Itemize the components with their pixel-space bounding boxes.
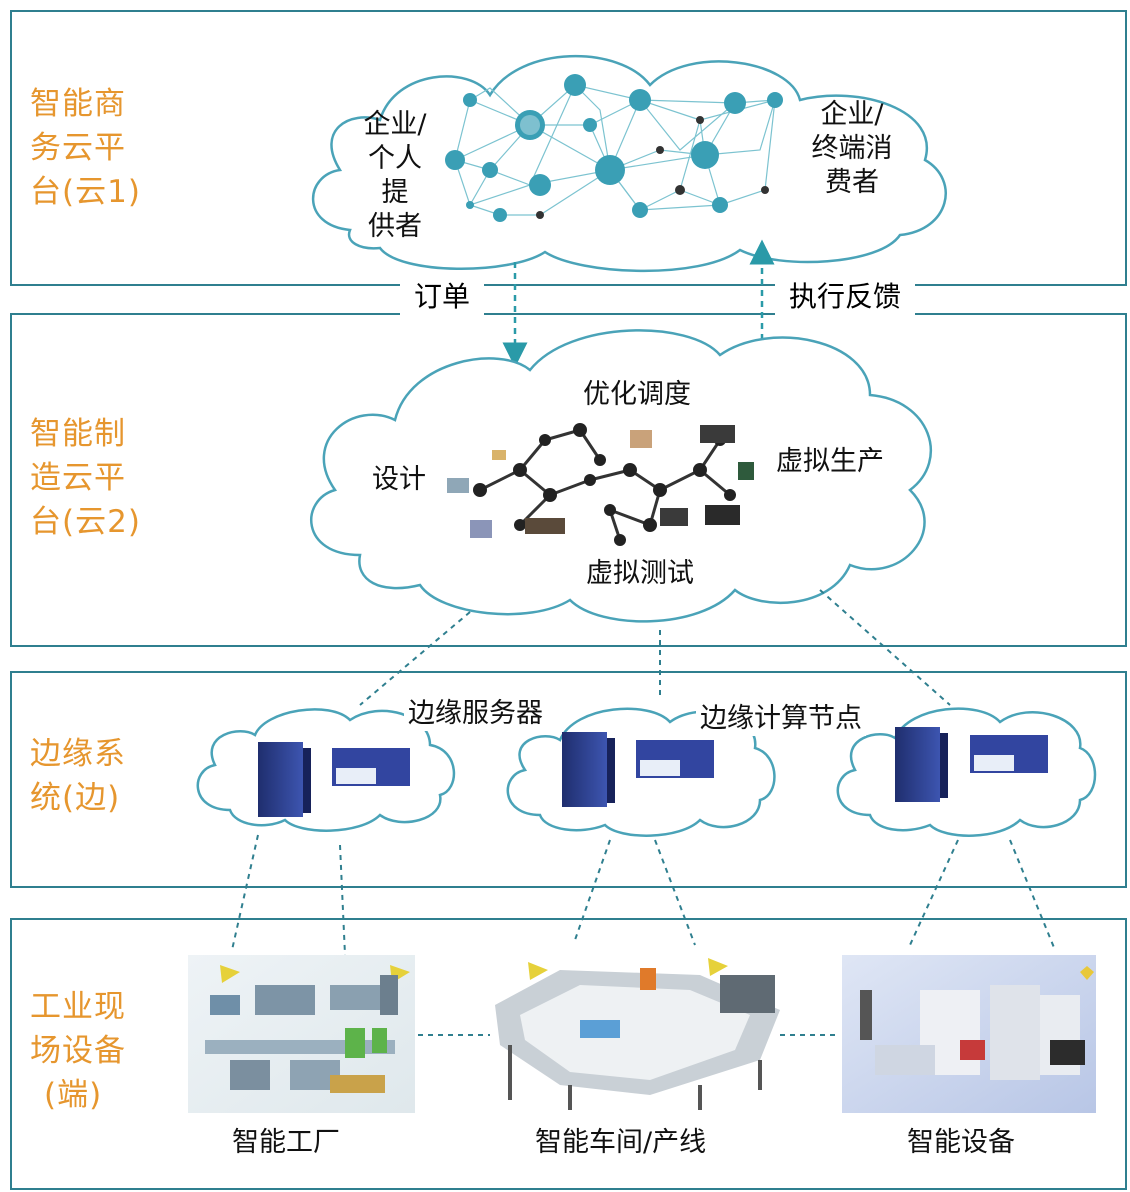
label-line: (端)	[44, 1077, 103, 1113]
label-line: 务云平	[30, 130, 126, 166]
field-layer-label: 工业现 场设备 (端)	[30, 985, 126, 1117]
provider-label: 企业/ 个人提 供者	[355, 108, 435, 244]
molecule-atoms	[473, 423, 736, 546]
label-line: 企业/	[363, 109, 427, 140]
virtual-production-label: 虚拟生产	[776, 446, 884, 477]
business-cloud-layer-label: 智能商 务云平 台(云1)	[30, 82, 141, 214]
smart-workshop-label: 智能车间/产线	[535, 1127, 707, 1158]
edge-layer-label: 边缘系 统(边)	[30, 732, 126, 820]
smart-device-image	[842, 955, 1096, 1113]
edge-compute-node-label: 边缘计算节点	[696, 702, 866, 736]
network-nodes	[445, 74, 783, 222]
label-line: 个人提	[368, 143, 422, 208]
label-line: 供者	[368, 211, 422, 242]
edge-field-links	[231, 834, 1056, 1036]
label-line: 台(云1)	[30, 174, 141, 210]
edge-cloud-right	[836, 707, 1097, 837]
machine-icons	[447, 425, 754, 538]
label-line: 终端消	[811, 133, 893, 164]
virtual-testing-label: 虚拟测试	[586, 558, 694, 589]
label-line: 智能商	[30, 86, 126, 122]
label-line: 边缘系	[30, 736, 126, 772]
feedback-label: 执行反馈	[775, 277, 916, 317]
design-label: 设计	[372, 464, 426, 495]
smart-factory-image	[188, 955, 415, 1113]
label-line: 场设备	[30, 1033, 126, 1069]
label-line: 费者	[825, 167, 879, 198]
order-label: 订单	[400, 277, 485, 317]
business-cloud-shape	[311, 54, 947, 273]
smart-device-label: 智能设备	[907, 1127, 1015, 1158]
consumer-label: 企业/ 终端消 费者	[807, 98, 897, 200]
edge-servers	[258, 727, 1048, 817]
label-line: 企业/	[820, 99, 884, 130]
smart-factory-label: 智能工厂	[232, 1127, 340, 1158]
edge-server-label: 边缘服务器	[404, 697, 547, 731]
manufacturing-cloud-layer-label: 智能制 造云平 台(云2)	[30, 412, 141, 544]
cloud-edge-links	[359, 589, 951, 706]
label-line: 造云平	[30, 460, 126, 496]
label-line: 统(边)	[30, 780, 121, 816]
label-line: 台(云2)	[30, 504, 141, 540]
smart-workshop-image	[495, 958, 780, 1110]
label-line: 智能制	[30, 416, 126, 452]
optimize-scheduling-label: 优化调度	[583, 379, 691, 410]
manufacturing-cloud-shape	[310, 329, 933, 623]
label-line: 工业现	[30, 989, 126, 1025]
